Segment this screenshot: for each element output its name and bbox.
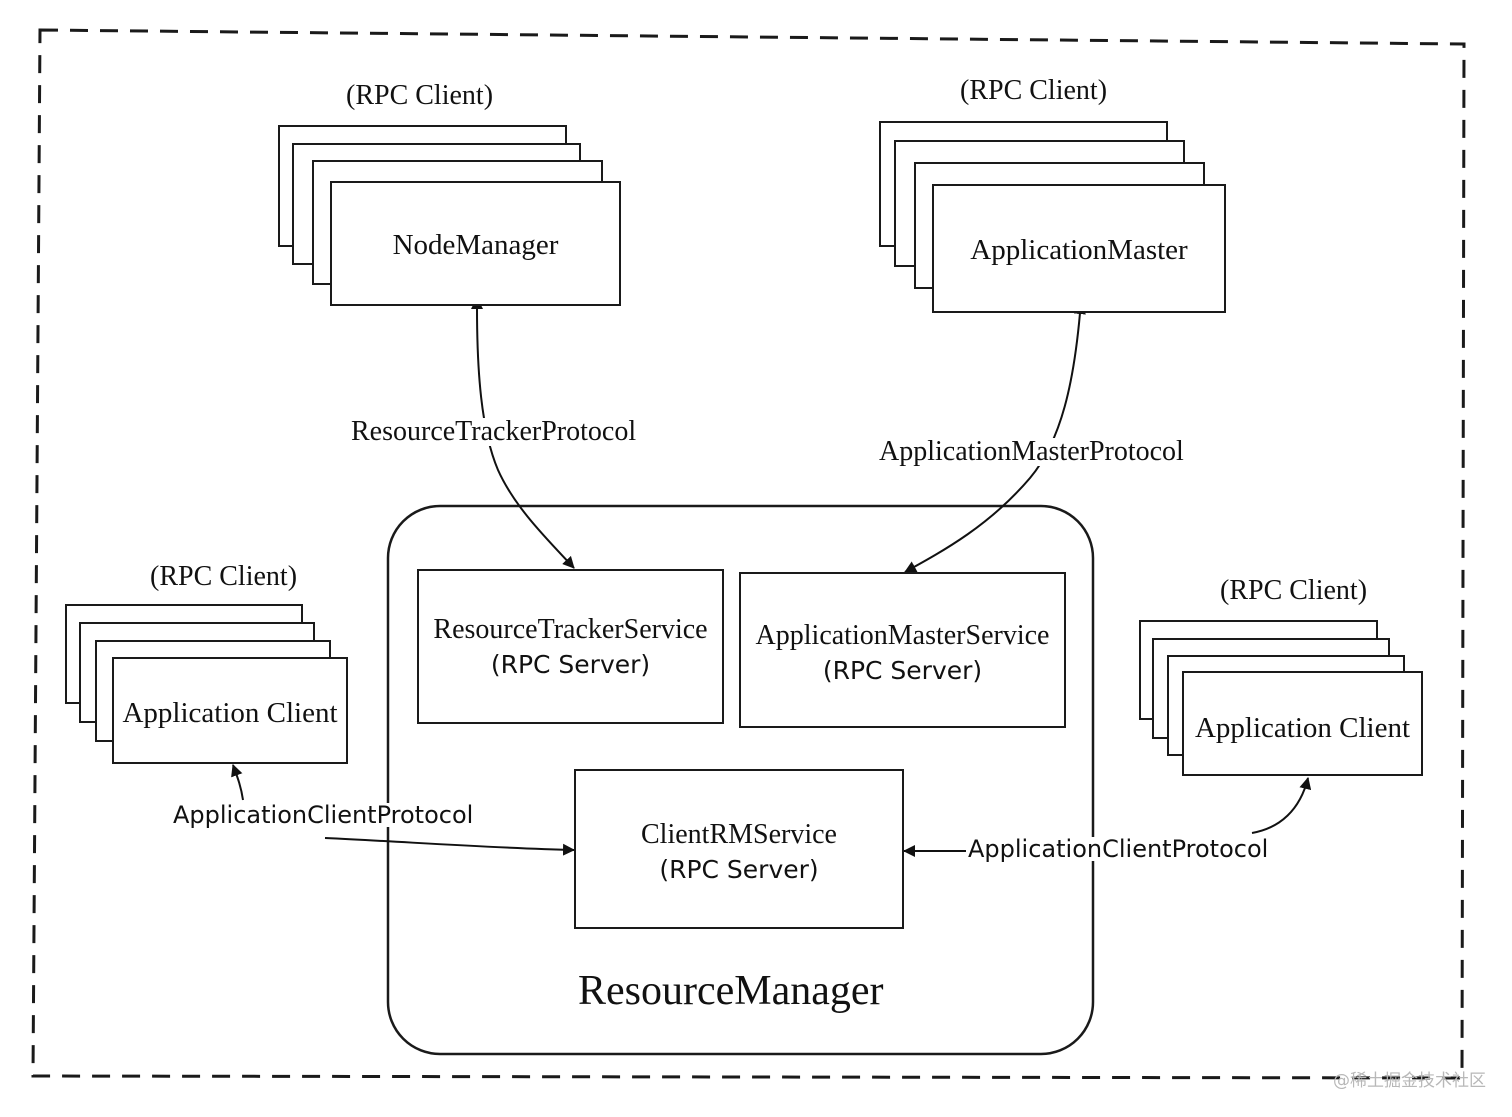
left-client-connector-right bbox=[324, 837, 575, 856]
resource-tracker-service-box: ResourceTrackerService (RPC Server) bbox=[417, 569, 724, 724]
application-master-service-label: ApplicationMasterService bbox=[755, 620, 1050, 651]
application-master-role: (RPC Client) bbox=[960, 75, 1108, 106]
left-application-client-protocol-label: ApplicationClientProtocol bbox=[171, 801, 476, 829]
node-manager-role: (RPC Client) bbox=[346, 80, 494, 111]
resource-tracker-service-label: ResourceTrackerService bbox=[433, 614, 708, 645]
resource-manager-title: ResourceManager bbox=[578, 968, 884, 1014]
right-client-connector-up bbox=[1251, 777, 1312, 834]
client-rm-service-role: (RPC Server) bbox=[659, 855, 819, 884]
right-client-label: Application Client bbox=[1194, 712, 1411, 744]
right-application-client-protocol-label: ApplicationClientProtocol bbox=[966, 835, 1271, 863]
application-master-protocol-label: ApplicationMasterProtocol bbox=[877, 436, 1186, 467]
node-manager-box: NodeManager bbox=[330, 181, 621, 306]
client-rm-service-label: ClientRMService bbox=[641, 819, 837, 850]
left-client-label: Application Client bbox=[122, 697, 338, 729]
left-client-connector-up bbox=[231, 764, 244, 801]
right-client-role: (RPC Client) bbox=[1220, 575, 1368, 606]
left-client-role: (RPC Client) bbox=[150, 561, 298, 592]
watermark: @稀土掘金技术社区 bbox=[1333, 1071, 1486, 1091]
application-master-box: ApplicationMaster bbox=[932, 184, 1226, 313]
left-client-box: Application Client bbox=[112, 657, 348, 764]
node-manager-label: NodeManager bbox=[392, 229, 559, 261]
application-master-connector bbox=[904, 302, 1086, 573]
client-rm-service-box: ClientRMService (RPC Server) bbox=[574, 769, 904, 929]
resource-tracker-service-role: (RPC Server) bbox=[490, 650, 651, 679]
outer-dashed-boundary bbox=[31, 28, 1466, 1080]
resource-tracker-connector bbox=[471, 297, 575, 569]
application-master-service-role: (RPC Server) bbox=[822, 656, 983, 685]
application-master-service-box: ApplicationMasterService (RPC Server) bbox=[739, 572, 1066, 728]
application-master-label: ApplicationMaster bbox=[970, 234, 1188, 266]
right-client-box: Application Client bbox=[1182, 671, 1423, 776]
resource-tracker-protocol-label: ResourceTrackerProtocol bbox=[349, 416, 639, 447]
